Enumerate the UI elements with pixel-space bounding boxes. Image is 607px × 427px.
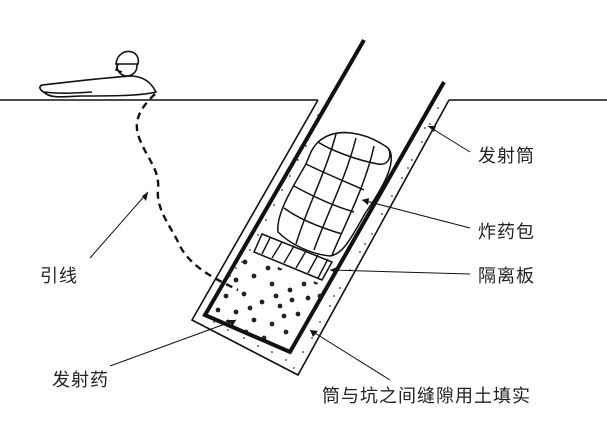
separator-plate xyxy=(253,233,334,281)
launch-tube xyxy=(202,38,446,355)
explosive-pack xyxy=(277,131,393,257)
person-lying-icon xyxy=(39,50,158,98)
label-explosive-pack: 炸药包 xyxy=(478,222,535,243)
label-gap-fill: 筒与坑之间缝隙用土填实 xyxy=(322,386,531,407)
label-separator-plate: 隔离板 xyxy=(478,266,535,287)
label-propellant: 发射药 xyxy=(52,370,109,391)
arrowheads xyxy=(142,126,436,337)
pit-outline xyxy=(190,99,450,377)
lead-wire xyxy=(135,93,239,292)
label-lead-wire: 引线 xyxy=(40,266,78,287)
leader-lines xyxy=(89,125,471,381)
label-launch-tube: 发射筒 xyxy=(478,146,535,167)
